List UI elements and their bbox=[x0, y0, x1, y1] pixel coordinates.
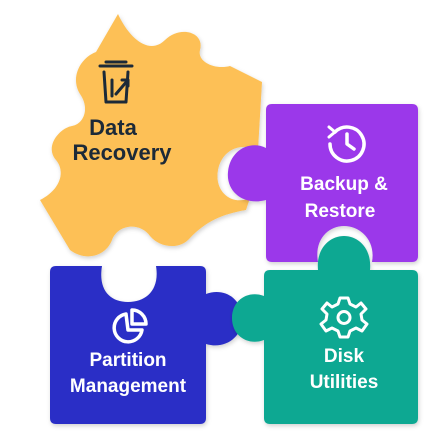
backup-restore-subtitle: Restore bbox=[305, 201, 376, 222]
partition-management-shape bbox=[50, 266, 243, 424]
history-clock-icon bbox=[327, 125, 366, 163]
data-recovery-title: Data bbox=[89, 115, 137, 140]
disk-utilities-title: Disk bbox=[324, 346, 365, 367]
trash-restore-icon bbox=[98, 60, 134, 104]
data-recovery-subtitle: Recovery bbox=[72, 140, 172, 165]
partition-management-piece: Partition Management bbox=[50, 266, 243, 424]
backup-restore-title: Backup & bbox=[300, 174, 388, 195]
data-recovery-piece: Data Recovery bbox=[40, 14, 262, 257]
pie-chart-icon bbox=[112, 308, 148, 344]
backup-restore-piece: Backup & Restore bbox=[227, 104, 418, 262]
disk-utilities-subtitle: Utilities bbox=[310, 372, 379, 393]
partition-management-title: Partition bbox=[89, 350, 166, 371]
gear-icon bbox=[319, 296, 369, 339]
disk-utilities-piece: Disk Utilities bbox=[232, 236, 418, 424]
backup-restore-shape bbox=[227, 104, 418, 262]
data-recovery-shape bbox=[40, 14, 262, 257]
partition-management-subtitle: Management bbox=[70, 376, 187, 397]
